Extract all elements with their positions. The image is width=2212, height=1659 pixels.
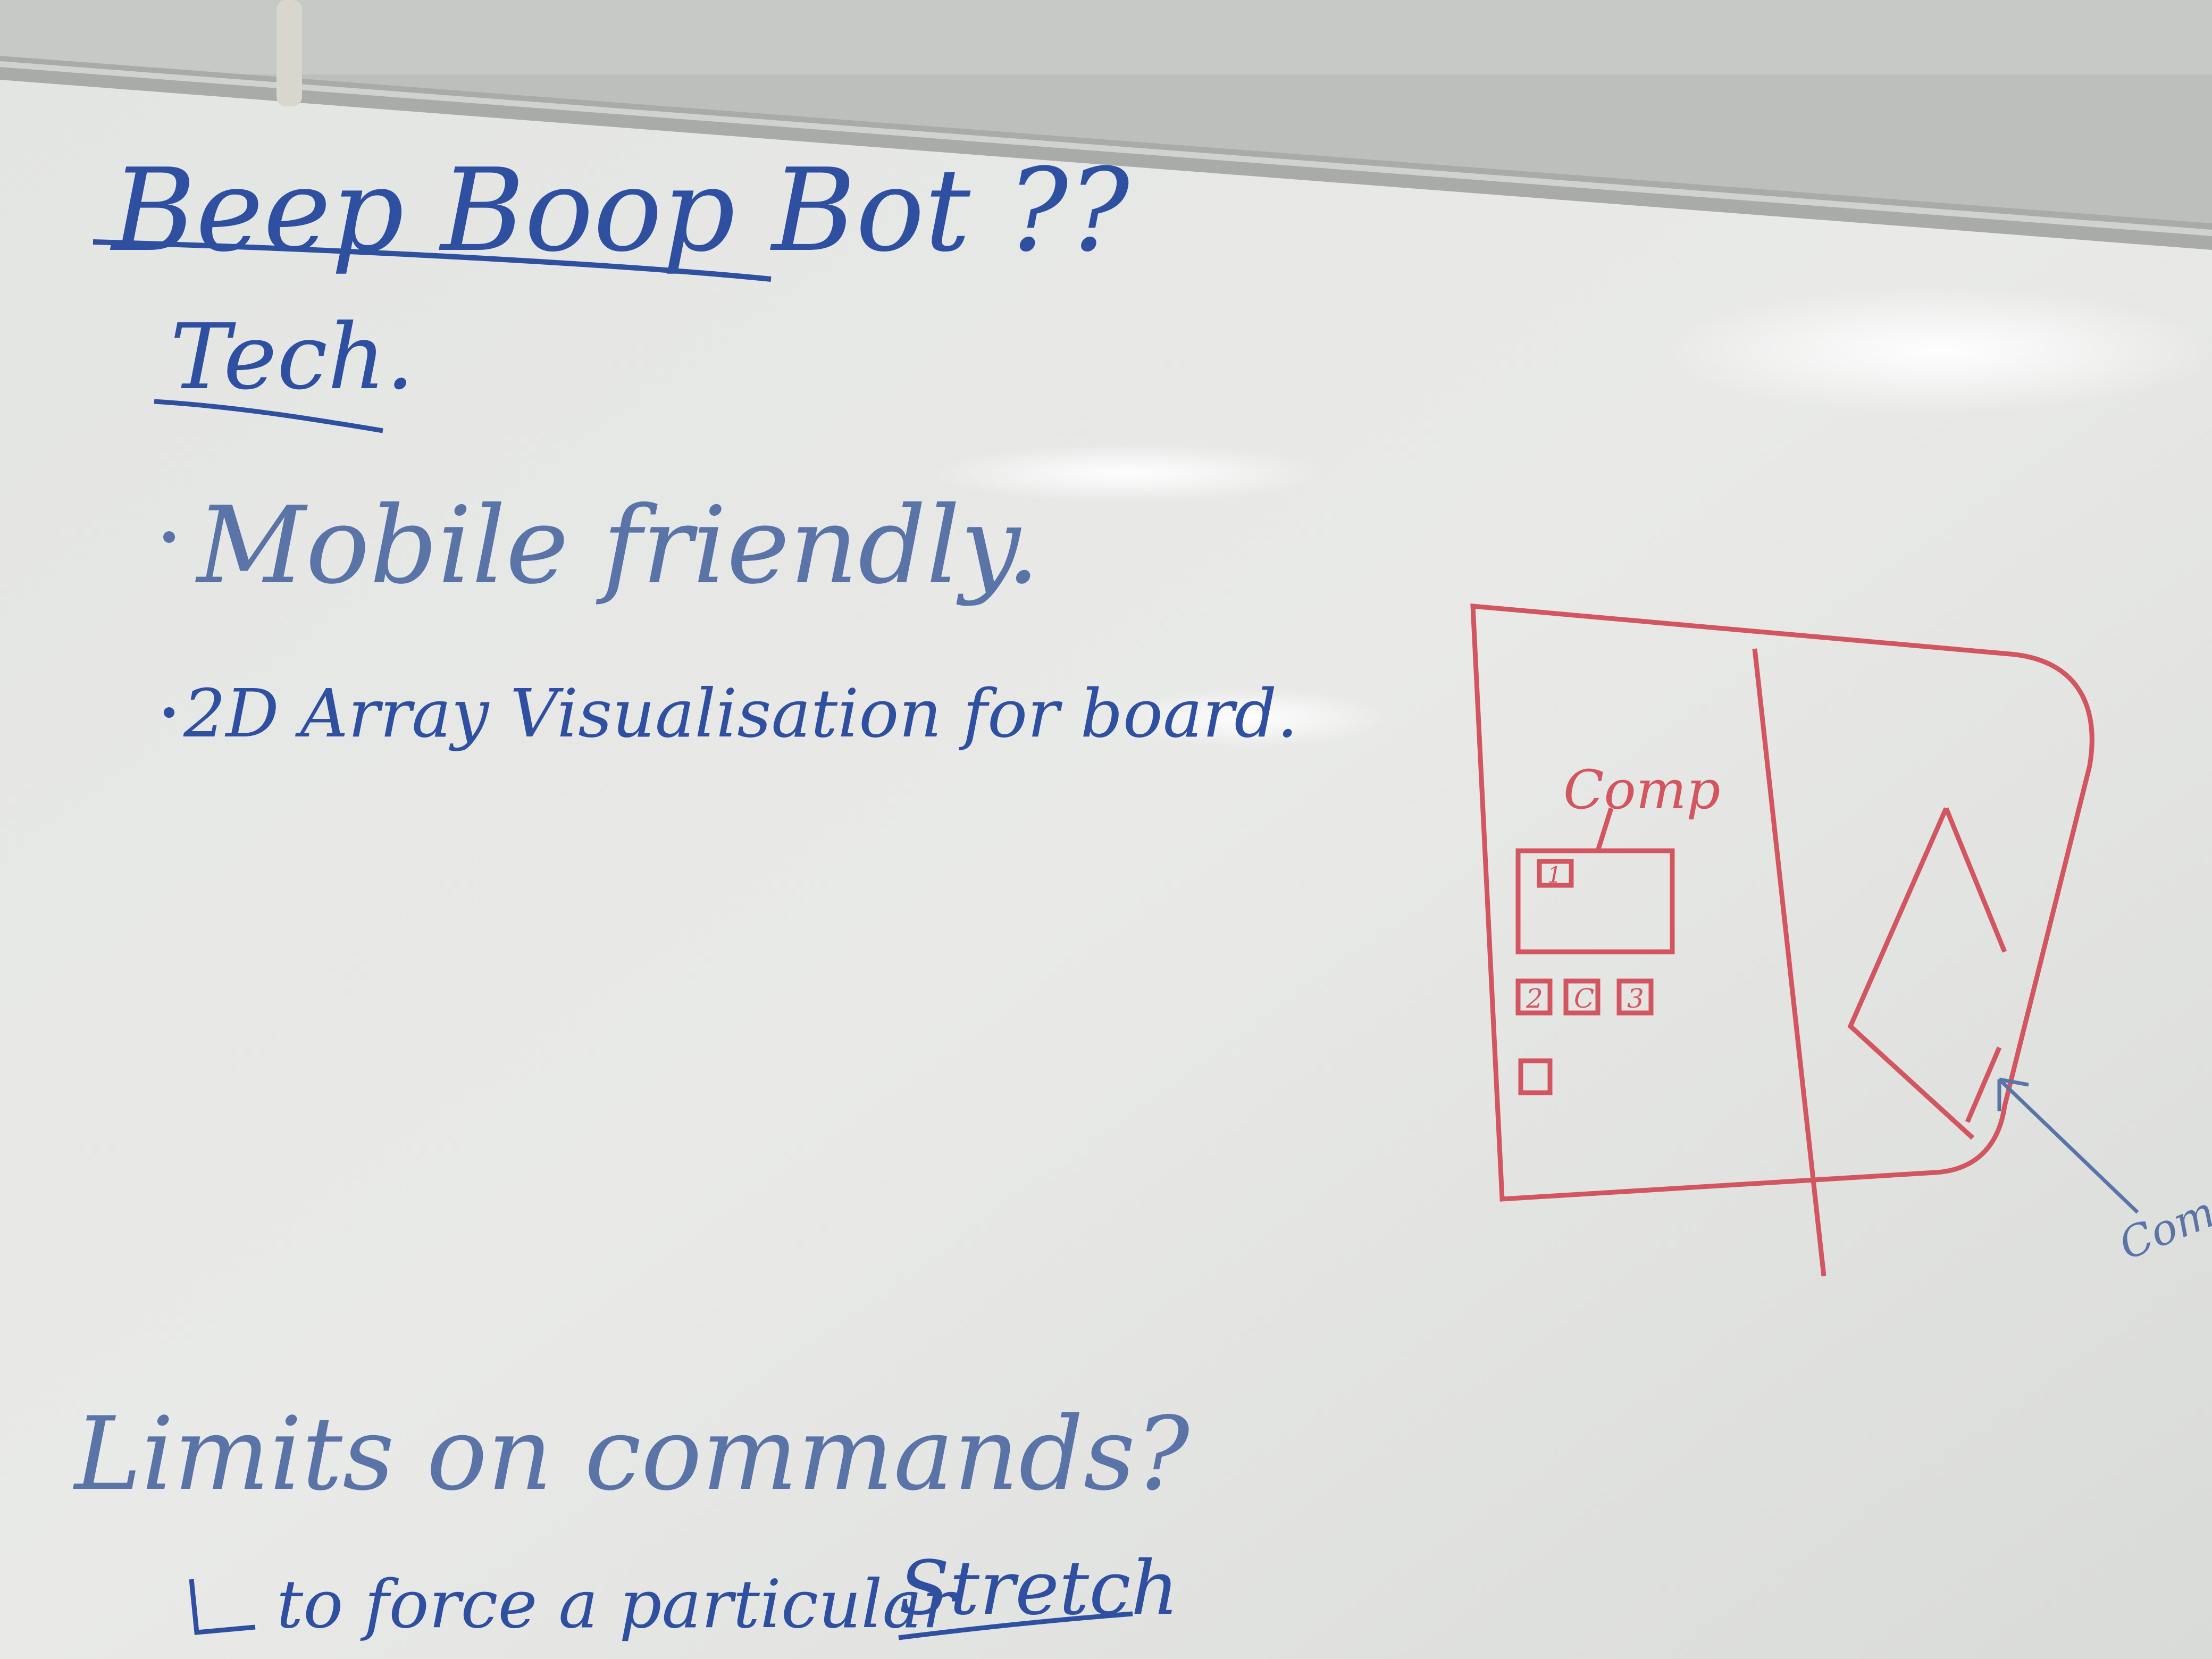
whiteboard-surface [0, 69, 2212, 1659]
light-glare [1664, 287, 2212, 415]
board-title: Beep Boop Bot ?? [110, 144, 1130, 277]
arrow-hook [189, 1579, 256, 1635]
sketch-cell [1515, 978, 1553, 1016]
wall [0, 0, 2212, 74]
bullet-mobile-friendly: Mobile friendly. [195, 484, 1040, 608]
stretch-underline [898, 1611, 1133, 1640]
sketch-cell [1518, 1058, 1553, 1095]
tech-underline [154, 399, 383, 433]
bullet-dot [164, 707, 174, 718]
sketch-cell [1616, 978, 1654, 1016]
sketch-outer-frame [1470, 604, 2094, 1202]
sketch-cell-label: 2 [1526, 983, 1543, 1014]
sketch-divider [1752, 648, 1826, 1277]
sketch-kite [1847, 807, 2007, 1140]
sketch-cell-label: 1 [1547, 862, 1562, 888]
ui-sketch [1470, 604, 2094, 1277]
bullet-dot [163, 531, 175, 543]
sketch-comp-box [1515, 848, 1675, 954]
tech-heading: Tech. [170, 305, 415, 410]
hanging-clip [276, 0, 302, 106]
sketch-cell-label: C [1574, 983, 1594, 1014]
sketch-comp-arrow [1595, 807, 1614, 852]
stretch-label: Stretch [899, 1545, 1179, 1632]
sketch-cell-label: 3 [1627, 983, 1644, 1014]
sketch-comp-label: Comp [1563, 759, 1721, 821]
title-underline [93, 239, 772, 282]
sketch-cell [1563, 978, 1601, 1016]
light-glare [931, 444, 1324, 502]
light-glare [1111, 689, 1388, 747]
bullet-2d-array: 2D Array Visualisation for board. [183, 675, 1298, 752]
sketch-cell [1537, 859, 1574, 888]
force-note: to force a particular [276, 1566, 957, 1643]
limits-question: Limits on commands? [73, 1395, 1190, 1513]
blue-pointer-arrow [1997, 1077, 2139, 1214]
